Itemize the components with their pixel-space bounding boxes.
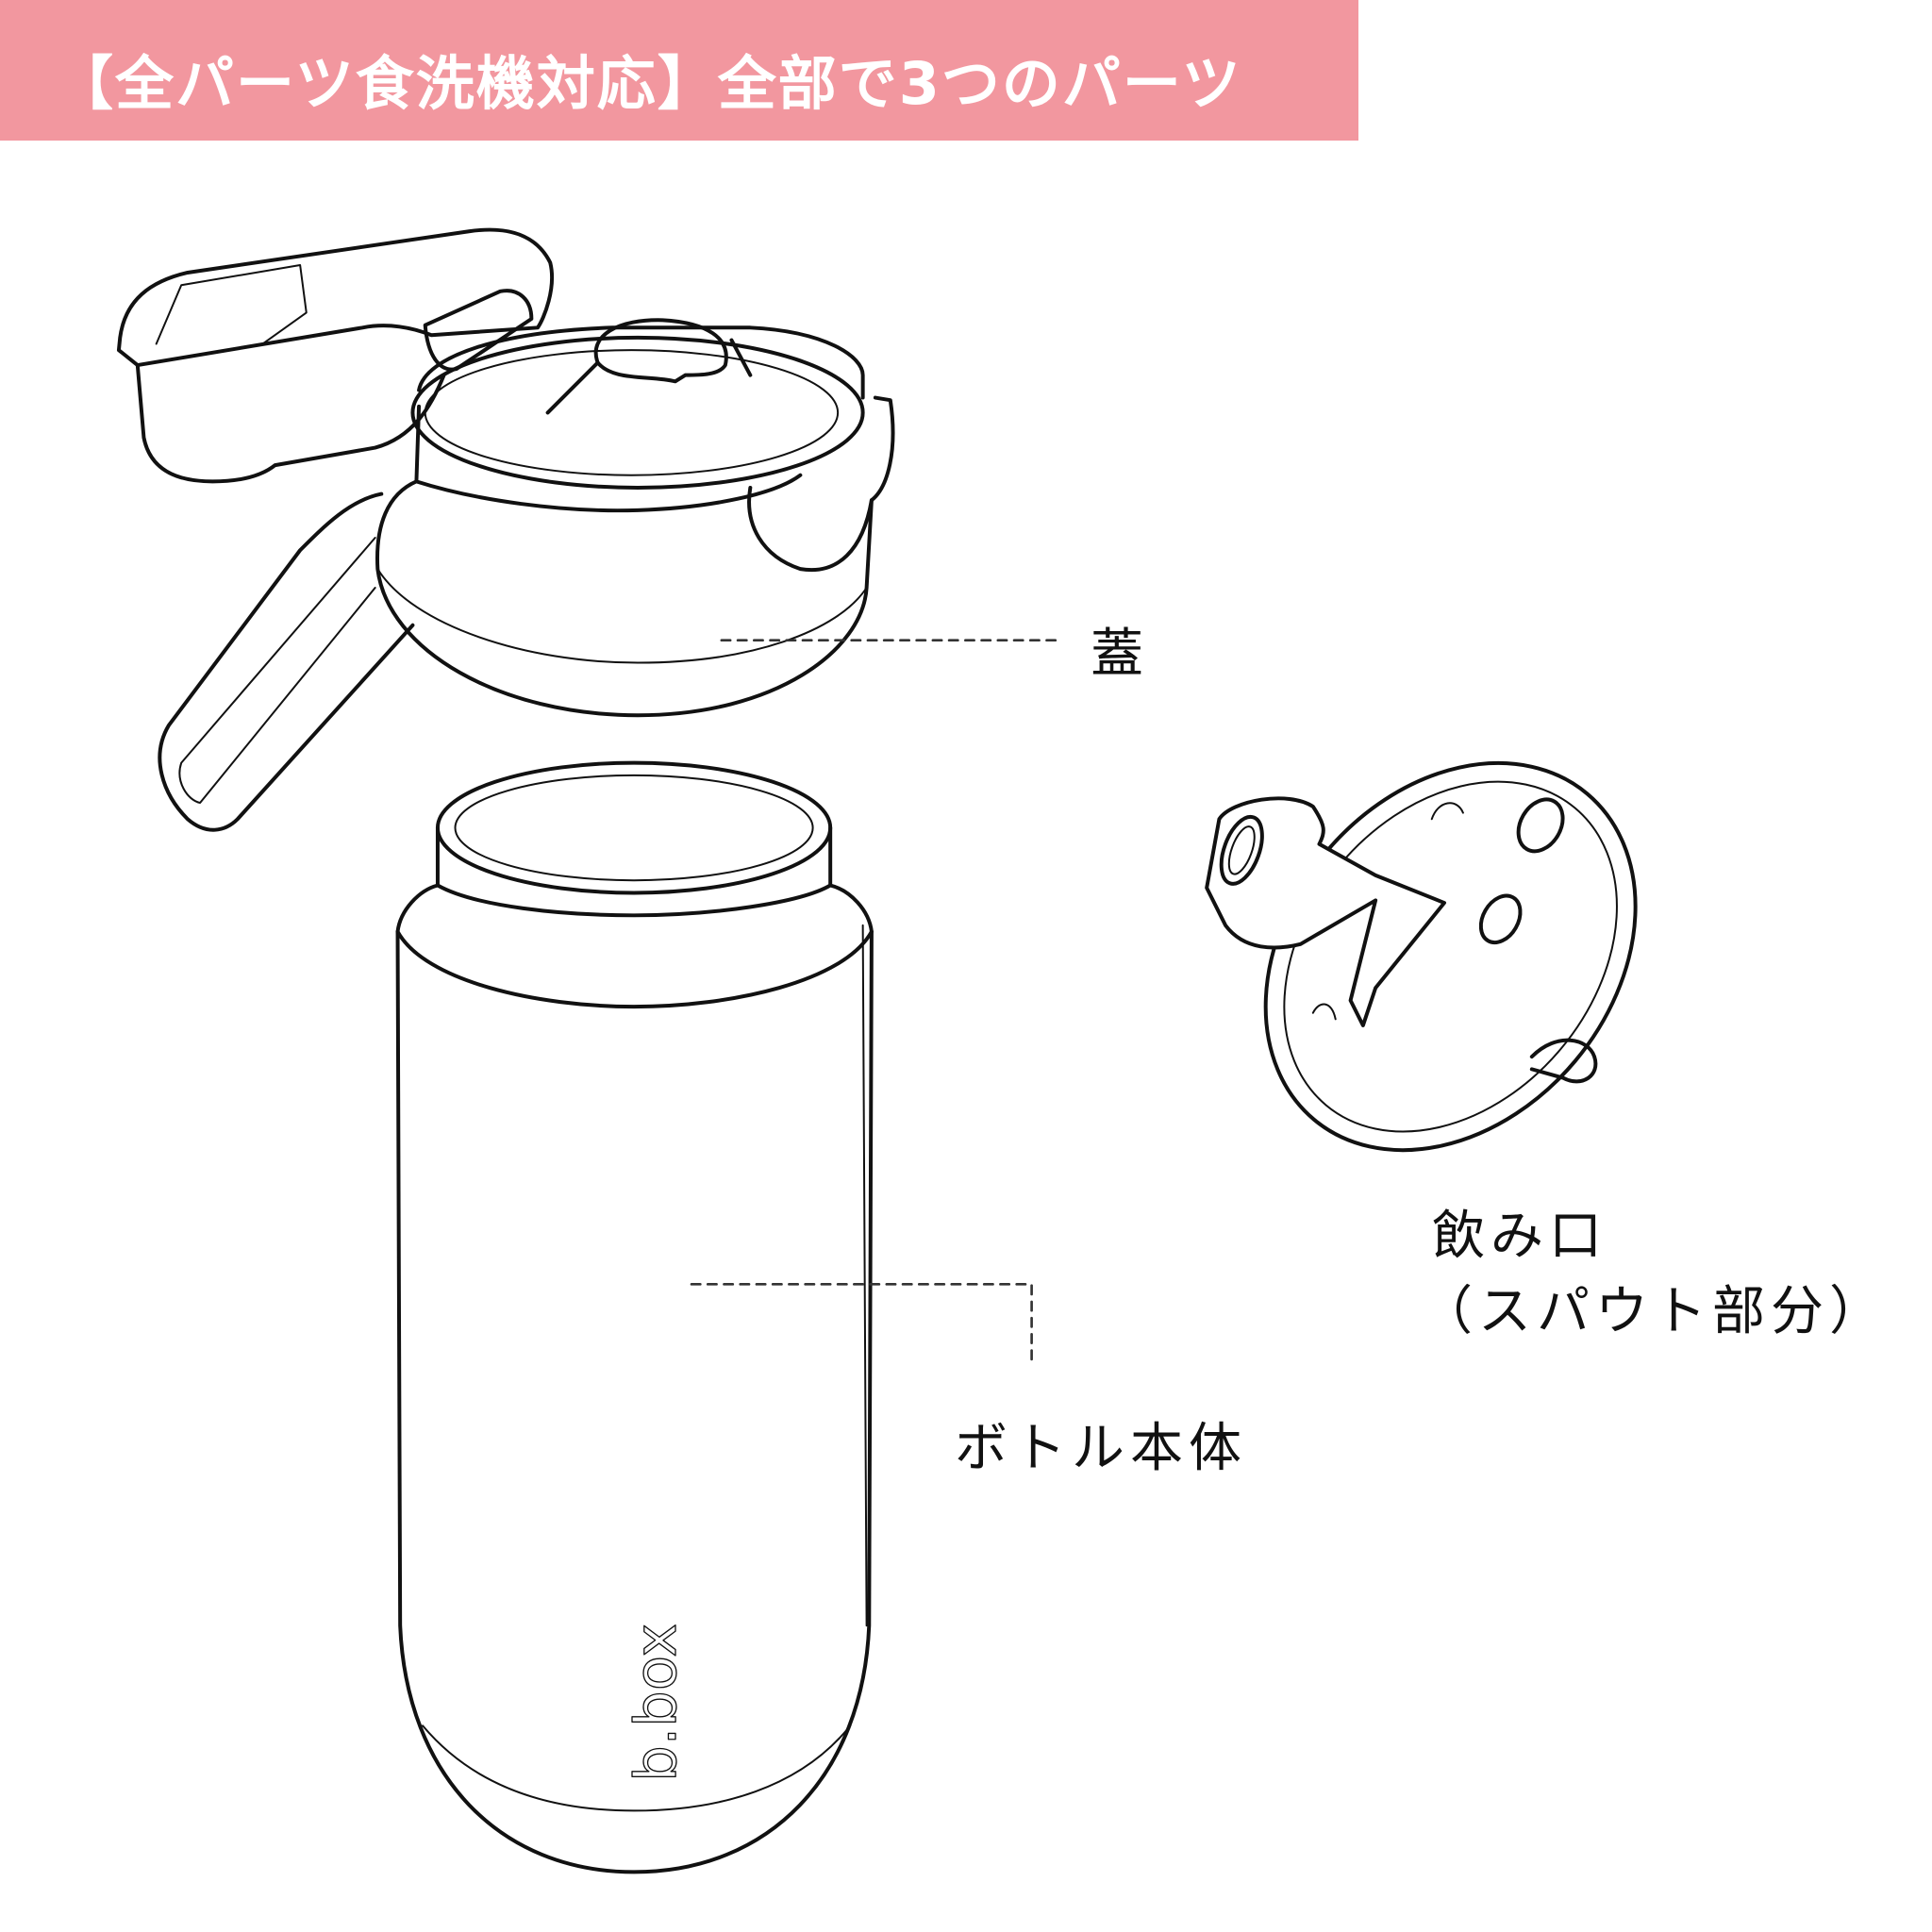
- lid-illustration: [116, 227, 895, 832]
- header-banner: 【全パーツ食洗機対応】全部で3つのパーツ: [0, 0, 1358, 141]
- bottle-illustration: [395, 760, 874, 1874]
- logo-text: b.box: [623, 1624, 690, 1782]
- label-spout: 飲み口: [1432, 1206, 1607, 1267]
- spout-illustration: [1205, 760, 1638, 1153]
- label-bottle: ボトル本体: [955, 1418, 1247, 1479]
- label-spout-detail: （スパウト部分）: [1420, 1281, 1888, 1342]
- header-title: 【全パーツ食洗機対応】全部で3つのパーツ: [55, 49, 1242, 118]
- bottle-leader-line: [690, 1283, 1033, 1367]
- label-lid: 蓋: [1091, 624, 1149, 685]
- bbox-logo: b.box: [622, 1623, 690, 1783]
- leader-lines: [690, 639, 1065, 1367]
